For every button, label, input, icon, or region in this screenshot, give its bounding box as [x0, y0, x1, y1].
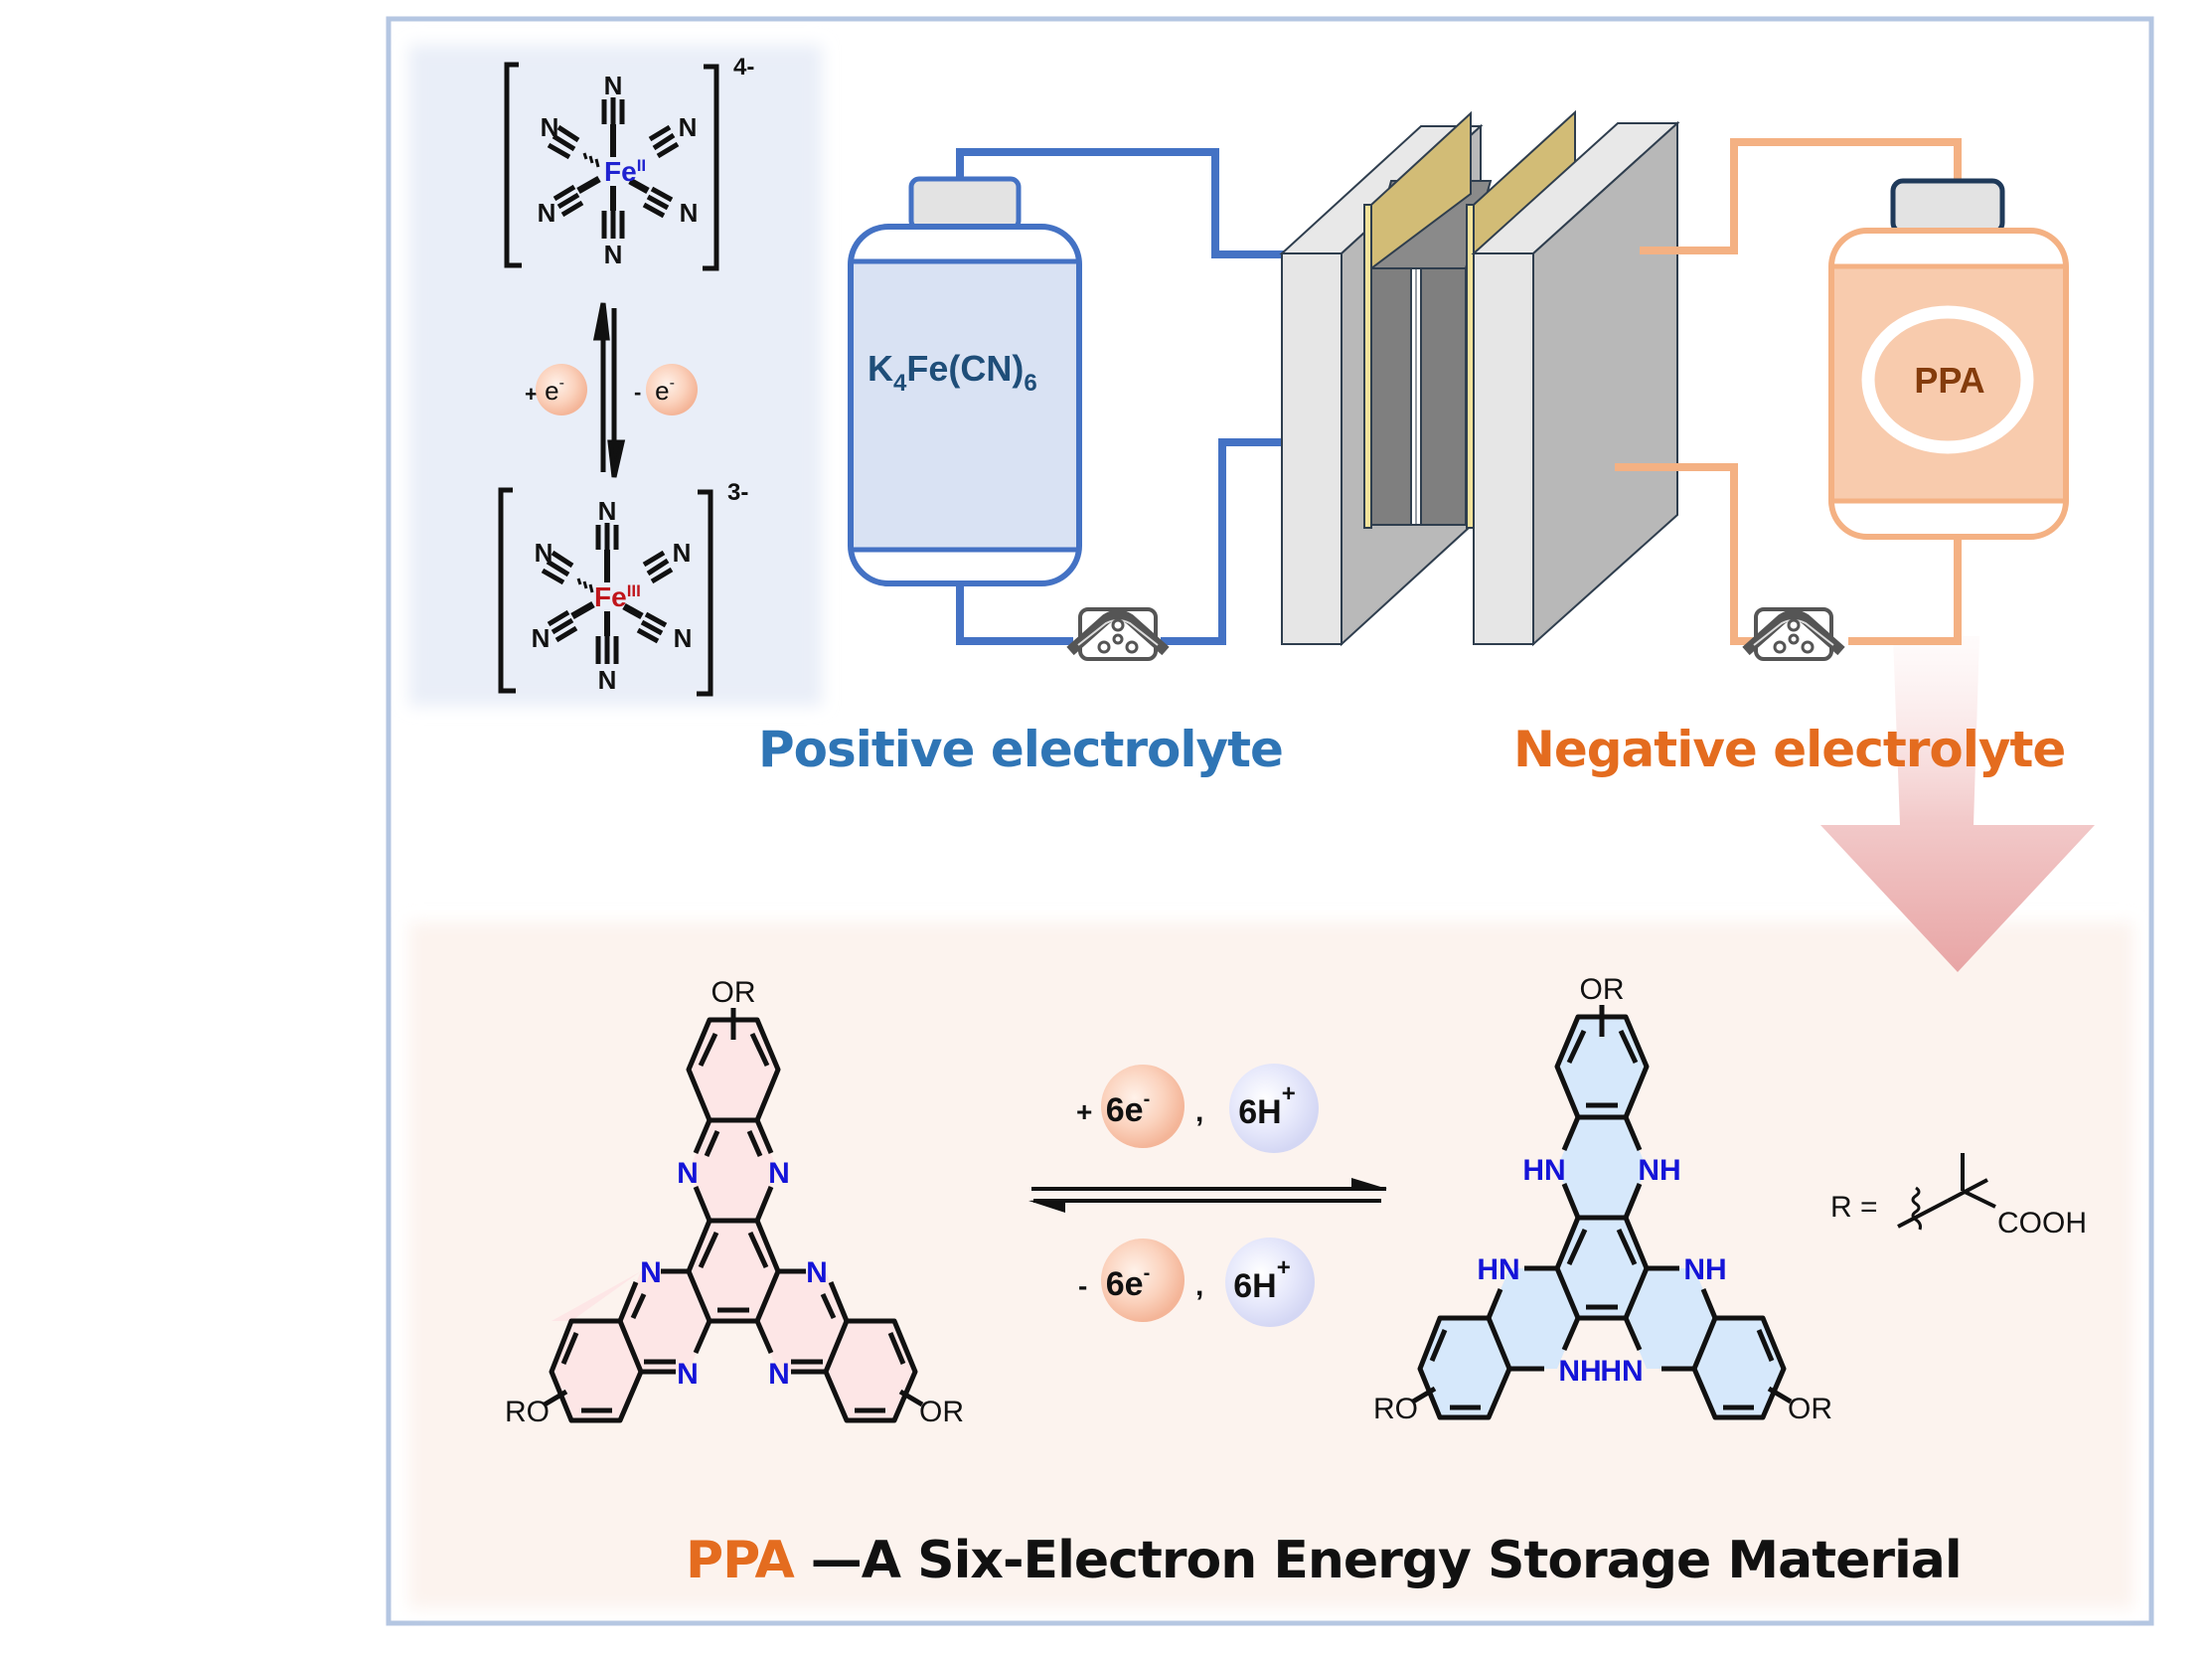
charge-label: 3-	[727, 479, 748, 506]
n-atom: N	[604, 71, 623, 100]
substituent-label: OR	[1580, 973, 1625, 1006]
substituent-label: OR	[919, 1396, 964, 1428]
n-atom: N	[598, 496, 617, 526]
comma: ,	[1195, 1269, 1203, 1302]
r-group-label: R =	[1830, 1191, 1878, 1224]
electron-icon	[1101, 1239, 1185, 1322]
n-atom: N	[535, 538, 553, 568]
positive-circuit: K4Fe(CN)6	[848, 148, 1287, 645]
carboxylic-acid-label: COOH	[1997, 1207, 2087, 1240]
ppa-oxidized-molecule: N N N N N N OR RO OR	[505, 976, 964, 1428]
flow-cell-stack	[1279, 109, 1680, 647]
tank-cap	[1890, 178, 2005, 236]
n-atom: N	[640, 1256, 662, 1289]
reverse-reagents: - 6e- , 6H+	[1078, 1238, 1315, 1327]
comma: ,	[1195, 1095, 1203, 1128]
caption-highlight: PPA	[686, 1531, 795, 1590]
substituent-label: OR	[711, 976, 756, 1009]
ferricyanide-complex: N N N N N N 3- FeIII	[498, 479, 748, 697]
n-atom: N	[677, 1157, 699, 1190]
electron-label: 6e-	[1106, 1262, 1151, 1303]
minus-sign: -	[1078, 1270, 1087, 1301]
n-atom: N	[768, 1157, 790, 1190]
n-atom: N	[679, 112, 698, 142]
n-atom: N	[674, 623, 693, 653]
nh-group: NH	[1558, 1355, 1601, 1388]
positive-electrolyte-fill	[854, 261, 1076, 550]
caption-text: —A Six-Electron Energy Storage Material	[793, 1531, 1963, 1590]
forward-reagents: + 6e- , 6H+	[1076, 1064, 1319, 1153]
electron-add: + e-	[525, 364, 587, 415]
reaction-arrows	[1028, 1178, 1387, 1213]
n-atom: N	[541, 112, 559, 142]
pump-icon	[1066, 607, 1170, 661]
n-atom: N	[806, 1256, 828, 1289]
n-atom: N	[673, 538, 692, 568]
substituent-label: OR	[1788, 1393, 1832, 1425]
nh-group: HN	[1522, 1154, 1565, 1187]
minus-sign: -	[634, 380, 641, 405]
electron-label: e-	[545, 375, 564, 406]
electron-remove: - e-	[634, 364, 698, 415]
negative-circuit: PPA	[1615, 138, 2069, 645]
positive-tank-label: K4Fe(CN)6	[868, 348, 1037, 397]
n-atom: N	[677, 1358, 699, 1391]
electron-icon	[1101, 1065, 1185, 1148]
negative-electrolyte-label: Negative electrolyte	[1513, 721, 2066, 778]
nh-group: HN	[1477, 1253, 1519, 1286]
proton-label: 6H+	[1238, 1080, 1295, 1131]
positive-electrolyte-label: Positive electrolyte	[758, 721, 1284, 778]
ferrocyanide-complex	[504, 62, 719, 271]
proton-icon	[1225, 1238, 1315, 1327]
n-atom: N	[604, 240, 623, 269]
n-atom: N	[680, 198, 699, 228]
pump-icon	[1742, 607, 1845, 661]
electron-icon	[646, 364, 698, 415]
ppa-reduced-molecule: HN NH HN NH NH HN OR RO OR	[1373, 973, 1832, 1425]
iron-iii-label: FeIII	[594, 581, 641, 612]
proton-label: 6H+	[1233, 1254, 1290, 1305]
redox-equilibrium-arrows	[592, 302, 626, 478]
nh-group: NH	[1683, 1253, 1726, 1286]
electron-label: 6e-	[1106, 1088, 1151, 1129]
down-arrow	[1820, 636, 2095, 972]
ferrocyanide-atoms: N N N N N N 4-	[538, 54, 755, 269]
plus-sign: +	[525, 382, 538, 407]
n-atom: N	[532, 623, 551, 653]
charge-label: 4-	[733, 54, 754, 81]
n-atom: N	[538, 198, 556, 228]
substituent-label: RO	[505, 1396, 550, 1428]
nh-group: HN	[1600, 1355, 1643, 1388]
iron-ii-label: FeII	[604, 156, 646, 187]
n-atom: N	[768, 1358, 790, 1391]
n-atom: N	[598, 665, 617, 695]
plus-sign: +	[1076, 1096, 1092, 1127]
tank-cap	[908, 176, 1022, 232]
r-group-definition: R = COOH	[1830, 1153, 2087, 1240]
electron-label: e-	[655, 375, 675, 406]
substituent-label: RO	[1373, 1393, 1418, 1425]
negative-tank-label: PPA	[1914, 360, 1984, 401]
nh-group: NH	[1638, 1154, 1680, 1187]
proton-icon	[1229, 1064, 1319, 1153]
figure-caption: PPA —A Six-Electron Energy Storage Mater…	[686, 1531, 1963, 1590]
electron-icon	[536, 364, 587, 415]
